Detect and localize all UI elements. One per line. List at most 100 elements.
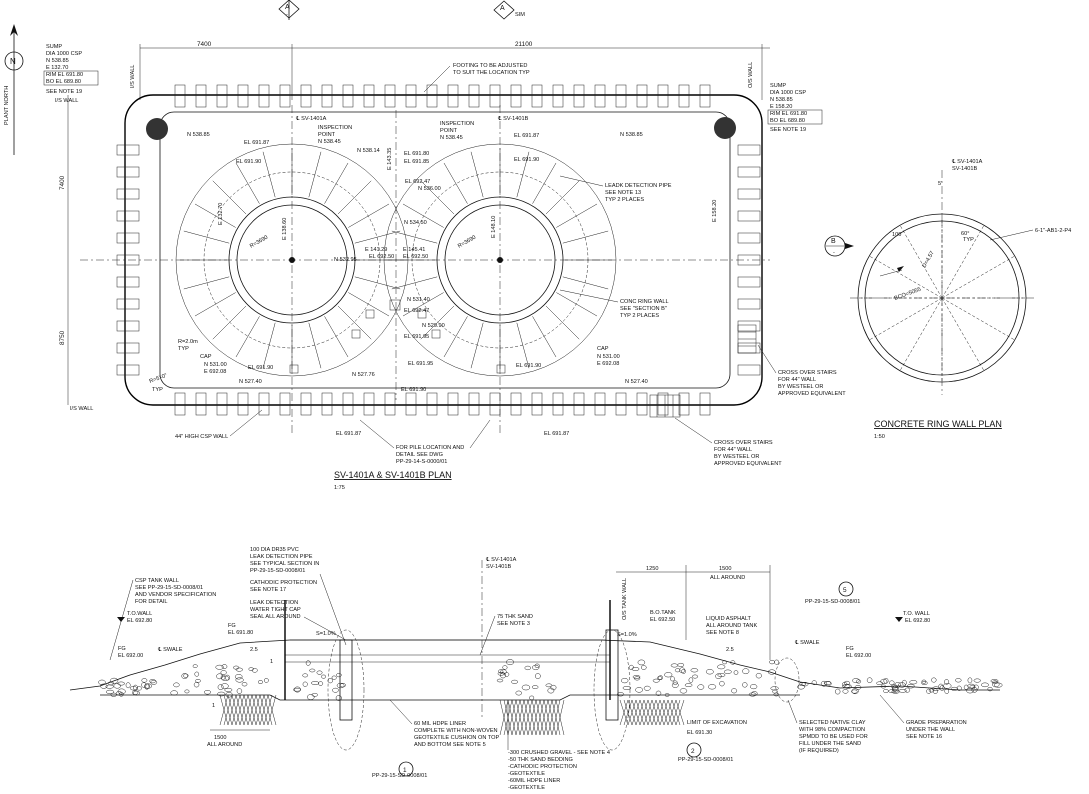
radial [516,151,530,198]
gravel-stone [987,686,993,692]
footing [279,392,291,416]
gravel-stone [719,680,725,687]
label: -GEOTEXTILE [508,771,545,777]
plan-labels: SUMP DIA 1000 CSP N 538.85 E 132.70 RIM … [43,44,846,491]
sump-left [146,118,168,140]
label: SEE PP-29-15-SD-0008/01 [135,585,203,591]
gravel-stone [220,683,229,689]
footing [116,276,140,288]
gravel-stone [339,682,346,688]
gravel-stone [921,679,927,684]
gravel-stone [98,679,106,685]
label: 2.5 [726,647,734,653]
label: SEE TYPICAL SECTION IN [250,561,319,567]
hatch-line [543,699,553,736]
label: EL 692.80 [127,618,152,624]
label: CAP [200,354,212,360]
north-arrow: N PLANT NORTH [4,24,24,155]
gravel-stone [688,677,694,683]
gravel-stone [550,684,557,691]
hatch-line [639,699,649,726]
gravel-stone [690,668,699,673]
coord-label: N 527.40 [625,379,648,385]
gravel-stone [511,679,518,684]
detail-ref-2: 2 PP-29-15-SD-0008/01 [678,742,733,763]
footing [279,84,291,108]
coord-label: N 531.40 [407,297,430,303]
coord-label: E 138.60 [282,218,288,240]
footing [737,342,761,354]
elev-label: EL 691.87 [244,140,269,146]
radial [443,162,468,204]
label: SEE "SECTION B" [620,306,667,312]
gravel-stone [311,681,320,685]
gravel-stone [811,680,817,686]
radial [391,276,438,290]
gravel-stone [221,664,228,669]
gravel-stone [224,687,233,692]
gravel-stone [336,673,342,678]
label: DIA 1000 CSP [770,90,806,96]
label: -GEOTEXTILE [508,785,545,791]
os-wall-label: O/S WALL [748,62,754,88]
gravel-stone [631,667,640,671]
gravel-stone [131,690,139,695]
label: -300 CRUSHED GRAVEL - SEE NOTE 4 [508,750,610,756]
elev-label: EL 692.50 [403,254,428,260]
gravel-stone [944,679,950,685]
label: COMPLETE WITH NON-WOVEN [414,728,498,734]
gravel-stone [774,659,780,665]
footing [258,84,270,108]
footing [573,392,585,416]
footing [300,84,312,108]
label: (IF REQUIRED) [799,748,839,754]
gravel-stone [302,681,308,687]
gravel-stone [107,681,115,686]
elev-label: EL 691.95 [404,334,429,340]
ref-number: 5 [843,587,847,594]
gravel-stone [722,660,727,665]
gravel-stone [967,677,973,684]
label: SPMDD TO BE USED FOR [799,734,868,740]
cross-over-stairs-right [737,324,757,354]
gravel-stone [671,682,679,688]
label: E 132.70 [46,65,68,71]
radial [545,180,580,215]
footing [342,84,354,108]
gravel-stone [521,684,531,691]
radial [235,162,260,204]
footing [195,84,207,108]
footing [447,84,459,108]
elev-label: EL 692.50 [369,254,394,260]
gravel-stone [664,693,670,697]
label: ℄ SV-1401A [951,159,983,165]
footing [636,84,648,108]
label: 2.5 [250,647,258,653]
label: 6-1"-AB1-2-P4 [1035,228,1071,234]
gravel-stone [529,695,535,701]
footing [405,392,417,416]
is-wall-label-v: I/S WALL [130,65,136,88]
label: SUMP [46,44,62,50]
gravel-stone [994,682,1003,688]
ring-radial [941,297,1015,341]
gravel-stone [652,678,660,683]
ring-title: CONCRETE RING WALL PLAN [874,419,1002,429]
label: E 692.08 [204,369,226,375]
footing [216,84,228,108]
gravel-stone [966,687,974,694]
gravel-stone [956,685,962,691]
footing [116,232,140,244]
marker-letter: A [285,4,290,11]
footing [363,392,375,416]
cross-stairs-note-1: CROSS OVER STAIRS FOR 44" WALL BY WESTEE… [757,344,846,397]
label: EL 692.00 [118,653,143,659]
gravel-stone [248,667,254,671]
section-marker-a-sim: A SIM [493,0,525,20]
radial [556,292,598,317]
dim-top-right: 21100 [515,41,533,48]
gravel-fill [98,659,1003,701]
gravel-stone [500,669,507,675]
label: 60° [961,231,969,237]
footing [363,84,375,108]
